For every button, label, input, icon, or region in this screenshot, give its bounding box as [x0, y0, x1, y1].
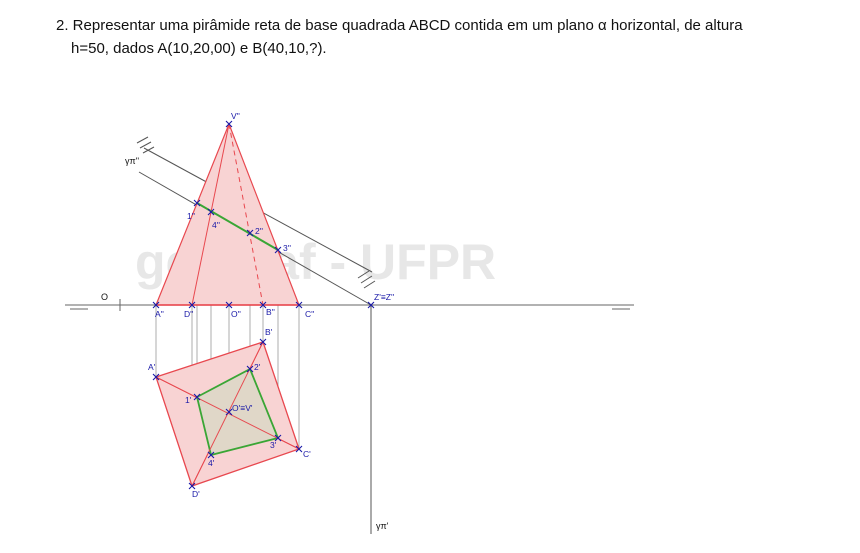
- edge-VB-frontal-hidden: [228, 123, 264, 306]
- gamma-frontal-label: γπ'': [125, 156, 139, 166]
- problem-line-2: h=50, dados A(10,20,00) e B(40,10,?).: [71, 40, 327, 57]
- label-1-horizontal: 1': [185, 395, 192, 405]
- problem-statement: 2. Representar uma pirâmide reta de base…: [56, 14, 846, 60]
- label-4-frontal: 4'': [212, 220, 220, 230]
- label-O-frontal: O'': [231, 309, 241, 319]
- label-A-horizontal: A': [148, 362, 156, 372]
- point-markers: [152, 120, 375, 490]
- label-3-horizontal: 3': [270, 440, 277, 450]
- origin-label: O: [101, 292, 108, 302]
- label-D-frontal: D'': [184, 309, 194, 319]
- label-C-horizontal: C': [303, 449, 311, 459]
- label-3-frontal: 3'': [283, 243, 291, 253]
- label-B-frontal: B'': [266, 307, 275, 317]
- label-4-horizontal: 4': [208, 458, 215, 468]
- pyramid-frontal-view: [155, 122, 300, 306]
- label-2-horizontal: 2': [254, 362, 261, 372]
- label-C-frontal: C'': [305, 309, 315, 319]
- label-Z: Z'≡Z'': [374, 292, 395, 302]
- gamma-horizontal-label: γπ': [376, 521, 389, 531]
- edge-VD-frontal: [191, 123, 230, 306]
- problem-line-1: 2. Representar uma pirâmide reta de base…: [56, 17, 743, 34]
- ground-line: [65, 299, 634, 311]
- label-2-frontal: 2'': [255, 226, 263, 236]
- label-V-frontal: V'': [231, 111, 240, 121]
- label-1-frontal: 1'': [187, 211, 195, 221]
- label-D-horizontal: D': [192, 489, 200, 499]
- label-B-horizontal: B': [265, 327, 273, 337]
- label-OV-horizontal: O'≡V': [232, 403, 253, 413]
- label-A-frontal: A'': [155, 309, 164, 319]
